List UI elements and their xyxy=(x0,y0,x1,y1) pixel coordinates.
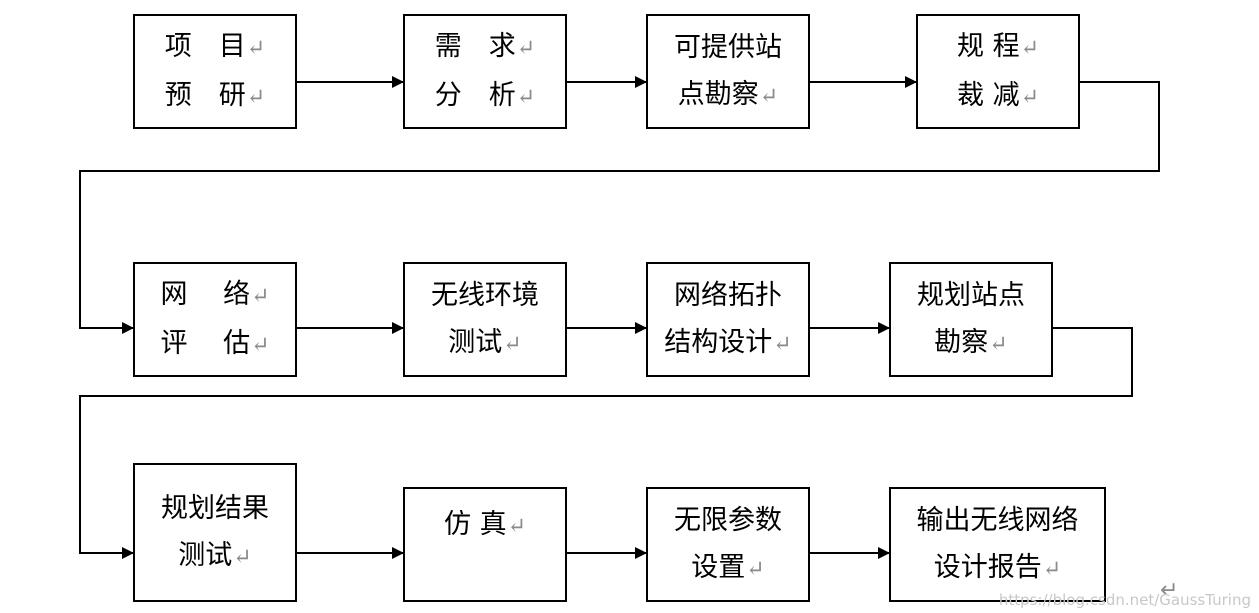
step-label: 规划站点 xyxy=(917,272,1025,319)
step-requirement-analysis: 需 求↵ 分 析↵ xyxy=(403,14,567,129)
step-text: 设置 xyxy=(691,551,746,583)
step-text: 结构设计 xyxy=(664,326,773,358)
connector-row1-to-row2 xyxy=(79,81,1160,334)
step-simulation: 仿 真↵ xyxy=(403,487,567,602)
step-label: 分 析↵ xyxy=(435,72,535,121)
return-mark: ↵ xyxy=(516,84,536,110)
return-mark: ↵ xyxy=(246,35,266,61)
step-label: 点勘察↵ xyxy=(678,71,778,120)
return-mark: ↵ xyxy=(251,283,270,309)
step-planning-result-test: 规划结果 测试↵ xyxy=(133,463,297,602)
return-mark: ↵ xyxy=(1020,35,1040,61)
paragraph-mark: ↵ xyxy=(1160,578,1179,603)
step-label: 勘察↵ xyxy=(934,319,1007,368)
return-mark: ↵ xyxy=(507,514,527,539)
step-label: 输出无线网络 xyxy=(917,497,1079,544)
step-output-report: 输出无线网络 设计报告↵ xyxy=(889,487,1106,602)
step-text: 规划结果 xyxy=(161,492,269,524)
step-label: 网络拓扑 xyxy=(674,272,782,319)
step-label: 测试↵ xyxy=(448,319,521,368)
step-text: 点勘察 xyxy=(677,78,759,110)
step-text: 勘察 xyxy=(934,326,989,358)
connector-row2-to-row3 xyxy=(79,327,1133,559)
step-text: 网络拓扑 xyxy=(674,279,782,311)
step-wireless-env-test: 无线环境 测试↵ xyxy=(403,262,567,377)
step-label: 无限参数 xyxy=(674,497,782,544)
step-parameter-setting: 无限参数 设置↵ xyxy=(646,487,810,602)
step-label: 规 程↵ xyxy=(957,23,1039,72)
step-label: 需 求↵ xyxy=(435,23,535,72)
step-project-preresearch: 项 目↵ 预 研↵ xyxy=(133,14,297,129)
step-text: 规 程 xyxy=(956,30,1020,62)
return-mark: ↵ xyxy=(1042,556,1062,582)
return-mark: ↵ xyxy=(759,83,779,109)
step-planned-site-survey: 规划站点 勘察↵ xyxy=(889,262,1053,377)
step-text: 仿 真 xyxy=(443,509,507,540)
return-mark: ↵ xyxy=(503,331,522,357)
step-label: 设计报告↵ xyxy=(934,544,1061,593)
step-label: 结构设计↵ xyxy=(664,319,791,368)
step-label: 测试↵ xyxy=(178,532,251,581)
step-text: 需 求 xyxy=(434,30,516,62)
step-text: 设计报告 xyxy=(933,551,1042,583)
return-mark: ↵ xyxy=(773,331,792,357)
step-text: 输出无线网络 xyxy=(916,504,1079,536)
step-label: 项 目↵ xyxy=(165,23,265,72)
step-topology-design: 网络拓扑 结构设计↵ xyxy=(646,262,810,377)
step-text: 测试 xyxy=(448,326,503,358)
return-mark: ↵ xyxy=(989,331,1008,357)
step-text: 分 析 xyxy=(434,79,516,111)
step-text: 无限参数 xyxy=(674,504,782,536)
step-label: 预 研↵ xyxy=(165,72,265,121)
step-procedure-tailoring: 规 程↵ 裁 减↵ xyxy=(916,14,1080,129)
step-label: 网 络↵ xyxy=(160,271,269,320)
step-site-survey: 可提供站 点勘察↵ xyxy=(646,14,810,129)
step-network-evaluation: 网 络↵ 评 估↵ xyxy=(133,262,297,377)
return-mark: ↵ xyxy=(746,556,765,582)
return-mark: ↵ xyxy=(1020,84,1040,110)
step-text: 评 估 xyxy=(160,327,251,359)
step-label: 裁 减↵ xyxy=(957,72,1039,121)
return-mark: ↵ xyxy=(251,332,270,358)
step-text: 无线环境 xyxy=(431,279,539,311)
step-text: 项 目 xyxy=(164,30,246,62)
step-text: 可提供站 xyxy=(674,31,782,63)
return-mark: ↵ xyxy=(246,84,266,110)
step-label: 设置↵ xyxy=(691,544,764,593)
step-text: 规划站点 xyxy=(917,279,1025,311)
step-label: 可提供站 xyxy=(674,24,782,71)
step-text: 网 络 xyxy=(160,278,251,310)
step-text: 裁 减 xyxy=(956,79,1020,111)
step-label: 仿 真↵ xyxy=(444,501,526,550)
step-text: 测试 xyxy=(178,539,233,571)
step-label: 评 估↵ xyxy=(160,320,269,369)
return-mark: ↵ xyxy=(516,35,536,61)
step-text: 预 研 xyxy=(164,79,246,111)
step-label: 无线环境 xyxy=(431,272,539,319)
step-label: 规划结果 xyxy=(161,485,269,532)
return-mark: ↵ xyxy=(233,544,252,570)
watermark: https://blog.csdn.net/GaussTuring xyxy=(998,591,1251,609)
